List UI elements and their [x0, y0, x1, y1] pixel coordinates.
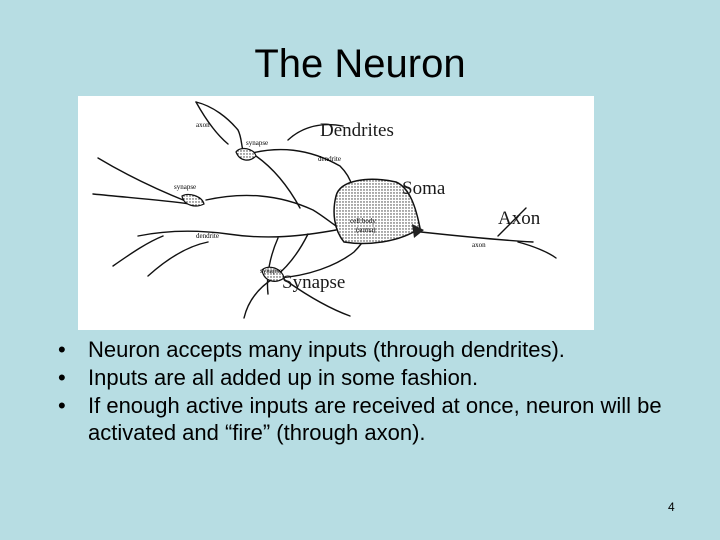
- bullet-list: • Neuron accepts many inputs (through de…: [58, 336, 698, 447]
- bullet-item: • Inputs are all added up in some fashio…: [58, 364, 698, 391]
- label-dendrites: Dendrites: [320, 120, 394, 141]
- bullet-text: Neuron accepts many inputs (through dend…: [88, 337, 565, 362]
- label-synapse: Synapse: [282, 272, 346, 293]
- label-soma: Soma: [402, 178, 446, 199]
- label-synapse-left: synapse: [174, 183, 197, 191]
- synapse-bottom-shape: [261, 266, 285, 282]
- label-dendrite-lower: dendrite: [196, 232, 219, 240]
- label-synapse-bottom: synapse: [260, 267, 283, 275]
- label-axon-top: axon: [196, 121, 210, 129]
- label-axon: Axon: [498, 208, 541, 229]
- synapse-top-shape: [235, 147, 257, 161]
- bullet-marker: •: [58, 393, 66, 418]
- page-number: 4: [668, 500, 675, 514]
- label-synapse-top: synapse: [246, 139, 269, 147]
- label-dendrite: dendrite: [318, 155, 341, 163]
- bullet-item: • Neuron accepts many inputs (through de…: [58, 336, 698, 363]
- bullet-marker: •: [58, 365, 66, 390]
- axon-top-path: [195, 101, 245, 155]
- neuron-diagram: axon synapse dendrite synapse cell body …: [78, 96, 594, 330]
- bullet-marker: •: [58, 337, 66, 362]
- slide-title: The Neuron: [254, 42, 466, 86]
- label-cell-body-2: (soma): [356, 226, 376, 234]
- synapse-left-shape: [181, 193, 205, 207]
- neuron-drawing: [92, 101, 557, 319]
- label-cell-body-1: cell body: [350, 217, 376, 225]
- bullet-item: • If enough active inputs are received a…: [58, 392, 698, 446]
- bullet-text: If enough active inputs are received at …: [88, 393, 662, 445]
- bullet-text: Inputs are all added up in some fashion.: [88, 365, 479, 390]
- label-axon-right: axon: [472, 241, 486, 249]
